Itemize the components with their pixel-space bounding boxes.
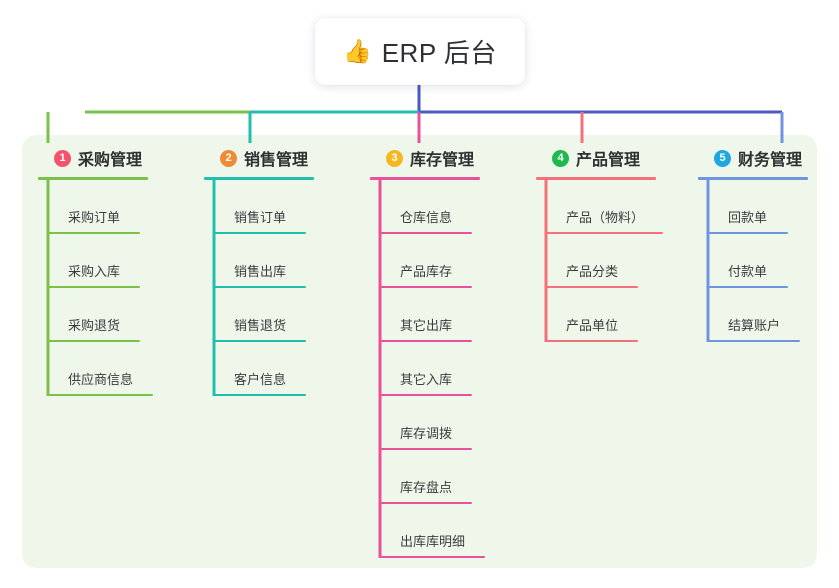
leaf-node[interactable]: 其它出库 (380, 288, 490, 342)
leaf-label: 产品库存 (400, 264, 453, 279)
leaf-node[interactable]: 采购订单 (48, 180, 158, 234)
branch-badge-5: 5 (714, 149, 731, 167)
branch-column-3: 3 库存管理仓库信息产品库存其它出库其它入库库存调拨库存盘点出库库明细 (370, 146, 485, 558)
branch-title-4: 产品管理 (576, 152, 641, 169)
leaf-node[interactable]: 客户信息 (214, 342, 324, 396)
leaf-underline (380, 448, 472, 450)
leaf-underline (214, 286, 306, 288)
leaf-label: 产品（物料） (566, 210, 645, 225)
branch-header-1[interactable]: 1 采购管理 (38, 146, 148, 170)
leaf-underline (708, 286, 788, 288)
leaf-label: 付款单 (728, 264, 768, 279)
branch-column-1: 1 采购管理采购订单采购入库采购退货供应商信息 (38, 146, 153, 396)
branch-header-5[interactable]: 5 财务管理 (698, 146, 808, 170)
leaf-label: 库存盘点 (400, 480, 453, 495)
leaf-underline (546, 340, 638, 342)
leaf-underline (380, 394, 472, 396)
leaf-underline (380, 556, 485, 558)
branch-title-3: 库存管理 (410, 152, 475, 169)
branch-underline-4 (536, 177, 656, 180)
branch-badge-1: 1 (54, 149, 71, 167)
leaf-label: 结算账户 (728, 318, 781, 333)
leaf-underline (546, 286, 638, 288)
leaf-underline (708, 232, 788, 234)
branch-underline-2 (204, 177, 314, 180)
leaf-label: 库存调拨 (400, 426, 453, 441)
root-node[interactable]: 👍 ERP 后台 (315, 18, 525, 85)
leaf-node[interactable]: 其它入库 (380, 342, 490, 396)
leaf-label: 产品单位 (566, 318, 619, 333)
leaf-underline (214, 340, 306, 342)
leaf-underline (380, 340, 472, 342)
leaf-label: 销售出库 (234, 264, 287, 279)
branch-column-2: 2 销售管理销售订单销售出库销售退货客户信息 (204, 146, 314, 396)
leaf-node[interactable]: 出库库明细 (380, 504, 490, 558)
branch-badge-4: 4 (552, 149, 569, 167)
leaf-label: 采购退货 (68, 318, 121, 333)
leaf-node[interactable]: 仓库信息 (380, 180, 490, 234)
branch-header-3[interactable]: 3 库存管理 (370, 146, 480, 170)
leaf-node[interactable]: 回款单 (708, 180, 818, 234)
leaf-underline (380, 286, 472, 288)
leaf-label: 回款单 (728, 210, 768, 225)
leaf-underline (48, 340, 140, 342)
branch-badge-2: 2 (220, 149, 237, 167)
leaf-underline (214, 232, 306, 234)
leaf-underline (708, 340, 800, 342)
branch-header-4[interactable]: 4 产品管理 (536, 146, 656, 170)
leaf-node[interactable]: 产品库存 (380, 234, 490, 288)
leaf-node[interactable]: 销售出库 (214, 234, 324, 288)
branch-title-2: 销售管理 (244, 152, 309, 169)
leaf-underline (48, 286, 140, 288)
leaf-node[interactable]: 结算账户 (708, 288, 818, 342)
leaf-label: 供应商信息 (68, 372, 134, 387)
leaf-node[interactable]: 采购入库 (48, 234, 158, 288)
branch-underline-1 (38, 177, 148, 180)
leaf-label: 产品分类 (566, 264, 619, 279)
branch-underline-5 (698, 177, 808, 180)
leaf-node[interactable]: 库存调拨 (380, 396, 490, 450)
branch-column-4: 4 产品管理产品（物料） 产品分类产品单位 (536, 146, 663, 342)
leaf-node[interactable]: 供应商信息 (48, 342, 158, 396)
leaf-node[interactable]: 产品分类 (546, 234, 666, 288)
leaf-underline (380, 502, 472, 504)
leaf-node[interactable]: 采购退货 (48, 288, 158, 342)
leaf-label: 采购订单 (68, 210, 121, 225)
leaf-node[interactable]: 销售退货 (214, 288, 324, 342)
leaf-node[interactable]: 库存盘点 (380, 450, 490, 504)
branch-badge-3: 3 (386, 149, 403, 167)
leaf-label: 销售退货 (234, 318, 287, 333)
leaf-label: 仓库信息 (400, 210, 453, 225)
leaf-underline (546, 232, 663, 234)
root-title: ERP 后台 (381, 38, 497, 68)
leaf-label: 销售订单 (234, 210, 287, 225)
leaf-node[interactable]: 产品（物料） (546, 180, 666, 234)
leaf-underline (48, 394, 153, 396)
thumbs-up-icon: 👍 (343, 38, 372, 64)
branch-column-5: 5 财务管理回款单付款单结算账户 (698, 146, 808, 342)
leaf-underline (214, 394, 306, 396)
leaf-label: 其它入库 (400, 372, 453, 387)
leaf-underline (48, 232, 140, 234)
leaf-label: 出库库明细 (400, 534, 466, 549)
leaf-label: 采购入库 (68, 264, 121, 279)
leaf-underline (380, 232, 472, 234)
branch-title-5: 财务管理 (738, 152, 803, 169)
leaf-node[interactable]: 付款单 (708, 234, 818, 288)
leaf-node[interactable]: 销售订单 (214, 180, 324, 234)
leaf-label: 其它出库 (400, 318, 453, 333)
branch-title-1: 采购管理 (78, 152, 143, 169)
branch-header-2[interactable]: 2 销售管理 (204, 146, 314, 170)
leaf-label: 客户信息 (234, 372, 287, 387)
modules-panel (22, 135, 817, 568)
branch-underline-3 (370, 177, 480, 180)
leaf-node[interactable]: 产品单位 (546, 288, 666, 342)
